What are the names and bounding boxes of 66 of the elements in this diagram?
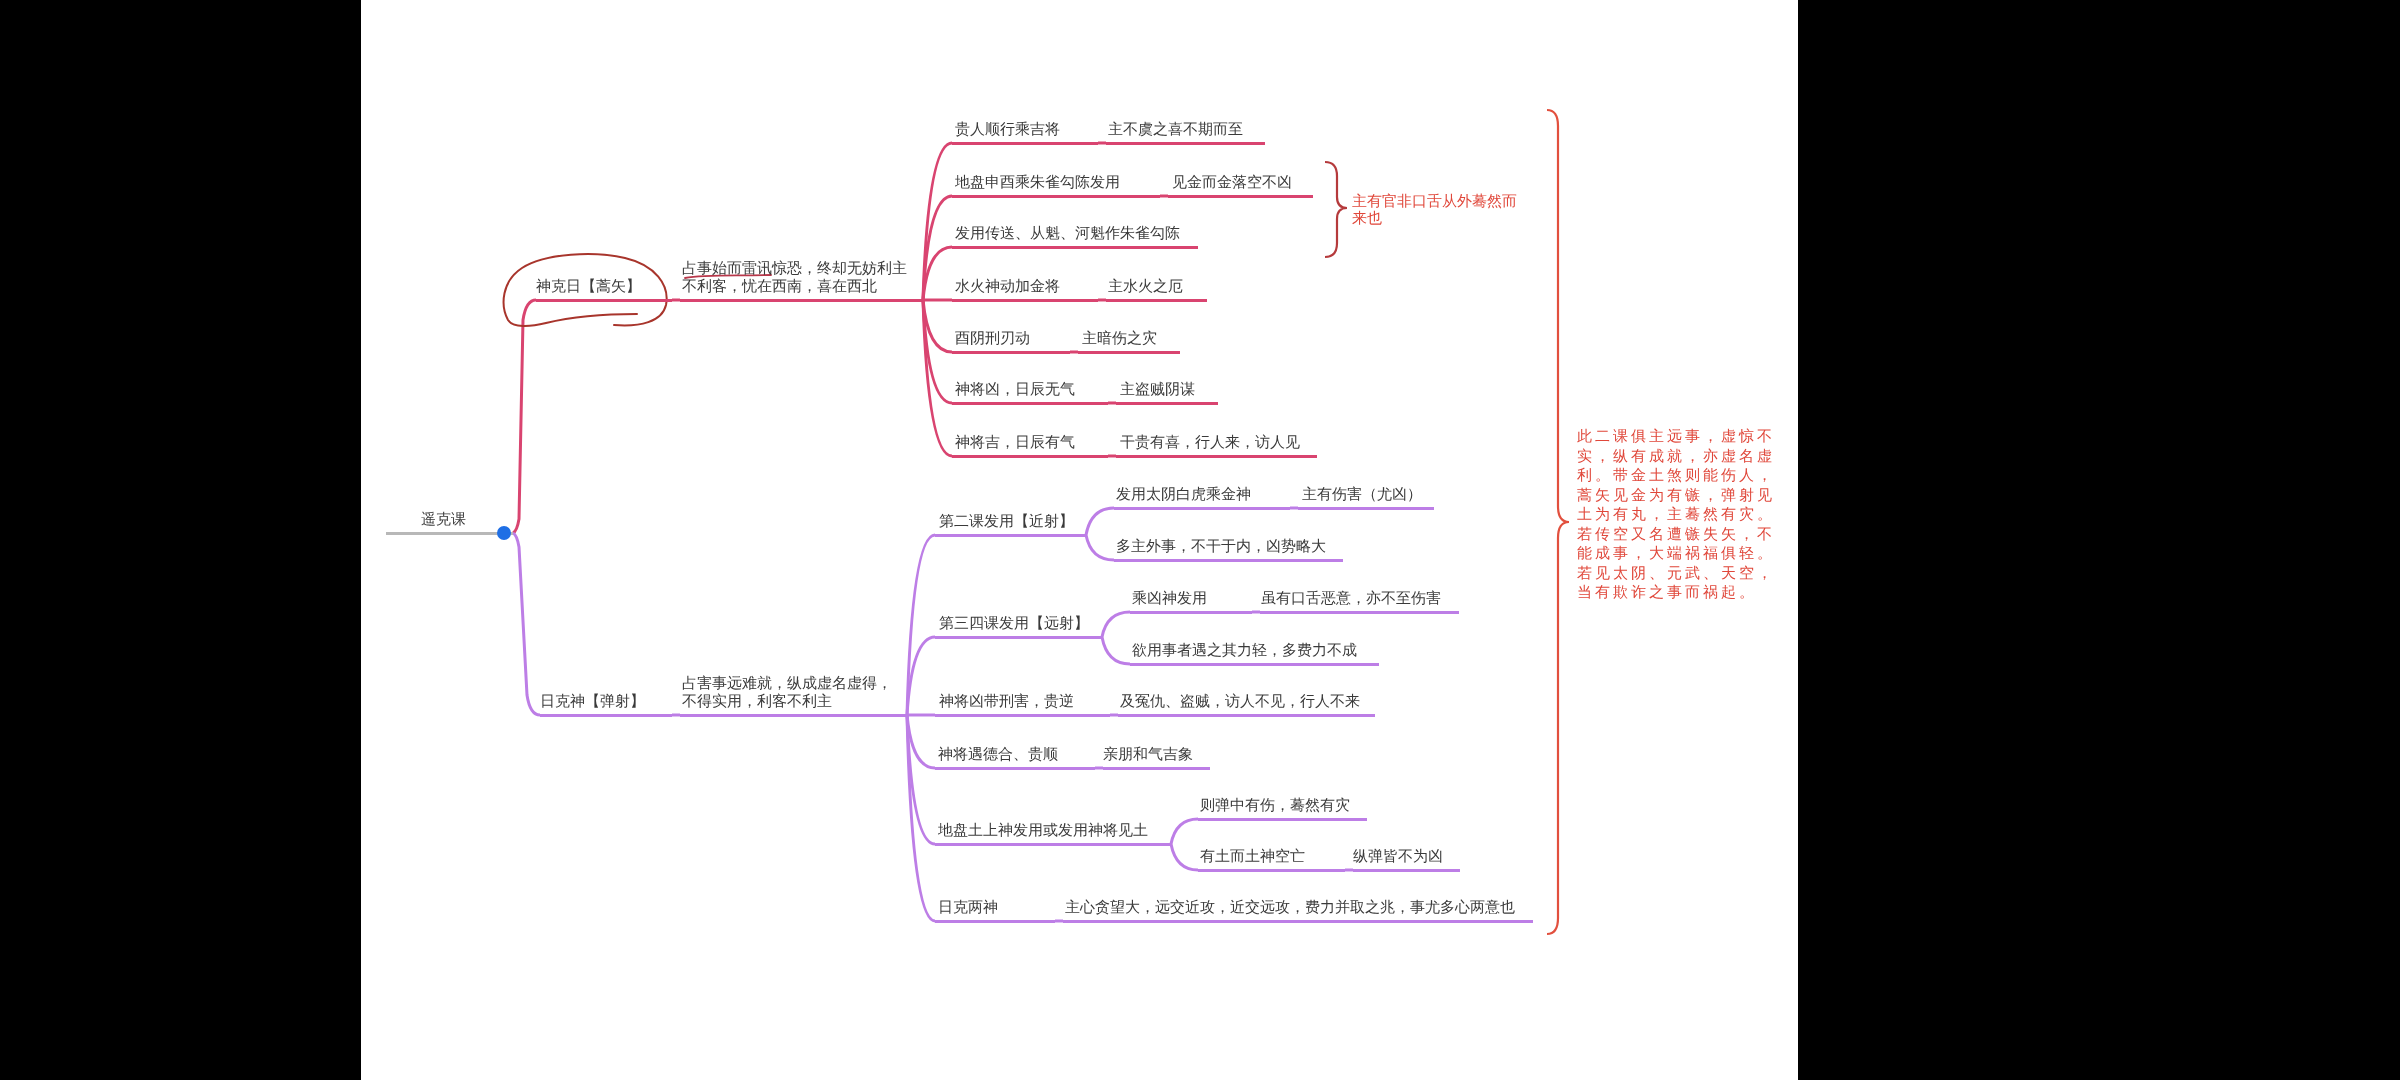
- branch-topic: 神将凶，日辰无气: [952, 379, 1108, 405]
- branch-topic: 有土而土神空亡: [1198, 846, 1345, 872]
- branch-topic: 日克神【弹射】: [540, 691, 672, 717]
- branch-topic: 第二课发用【近射】: [935, 511, 1086, 537]
- branch-topic: 神克日【蒿矢】: [536, 276, 672, 302]
- branch-line: [1108, 401, 1116, 405]
- branch-line: [1084, 506, 1115, 536]
- branch-topic: 水火神动加金将: [952, 276, 1098, 302]
- branch-line: [1098, 298, 1106, 302]
- branch-line: [1084, 534, 1115, 562]
- branch-topic: 占害事远难就，纵成虚名虚得，不得实用，利客不利主: [680, 673, 907, 717]
- branch-line: [907, 713, 935, 717]
- branch-topic: 酉阴刑刃动: [952, 328, 1070, 354]
- branch-line: [921, 245, 953, 301]
- branch-topic: 亲朋和气吉象: [1103, 744, 1210, 770]
- branch-topic: 见金而金落空不凶: [1168, 172, 1313, 198]
- branch-line: [1345, 868, 1353, 872]
- branch-topic: 多主外事，不干于内，凶势略大: [1114, 536, 1343, 562]
- branch-line: [511, 298, 537, 535]
- branch-line: [1070, 350, 1078, 354]
- branch-topic: 地盘申酉乘朱雀勾陈发用: [952, 172, 1160, 198]
- branch-topic: 第三四课发用【远射】: [935, 613, 1102, 639]
- branch-line: [1108, 454, 1116, 458]
- branch-line: [1169, 843, 1199, 872]
- branch-topic: 主不虞之喜不期而至: [1106, 119, 1265, 145]
- branch-line: [511, 531, 541, 717]
- branch-topic: 发用太阴白虎乘金神: [1114, 484, 1290, 510]
- branch-topic: 主有伤害（尤凶）: [1298, 484, 1434, 510]
- branch-line: [1160, 194, 1168, 198]
- branch-line: [1095, 766, 1103, 770]
- branch-line: [1169, 817, 1199, 845]
- branch-topic: 神将遇德合、贵顺: [935, 744, 1095, 770]
- branch-topic: 神将凶带刑害，贵逆: [935, 691, 1110, 717]
- branch-topic: 主盗贼阴谋: [1116, 379, 1218, 405]
- branch-line: [1100, 636, 1131, 666]
- branch-line: [1252, 610, 1260, 614]
- branch-line: [923, 298, 952, 302]
- branch-line: [921, 299, 953, 458]
- note-text: 主有官非口舌从外蓦然而来也: [1352, 193, 1518, 227]
- branch-line: [1055, 919, 1063, 923]
- branch-line: [905, 635, 936, 716]
- branch-line: [1098, 141, 1106, 145]
- branch-topic: 主水火之厄: [1106, 276, 1207, 302]
- branch-line: [905, 714, 936, 846]
- branch-topic: 占事始而雷讯惊恐，终却无妨利主不利客，忧在西南，喜在西北: [680, 258, 923, 302]
- branch-line: [905, 714, 936, 923]
- branch-topic: 干贵有喜，行人来，访人见: [1116, 432, 1317, 458]
- branch-topic: 贵人顺行乘吉将: [952, 119, 1098, 145]
- branch-topic: 神将吉，日辰有气: [952, 432, 1108, 458]
- branch-topic: 欲用事者遇之其力轻，多费力不成: [1130, 640, 1379, 666]
- branch-topic: 主心贪望大，远交近攻，近交远攻，费力并取之兆，事尤多心两意也: [1063, 897, 1533, 923]
- branch-topic: 日克两神: [935, 897, 1055, 923]
- branch-topic: 则弹中有伤，蓦然有灾: [1198, 795, 1367, 821]
- branch-line: [672, 713, 680, 717]
- branch-topic: 乘凶神发用: [1130, 588, 1252, 614]
- branch-line: [1100, 610, 1131, 638]
- branch-line: [1290, 506, 1298, 510]
- branch-topic: 纵弹皆不为凶: [1353, 846, 1460, 872]
- branch-topic: 及冤仇、盗贼，访人不见，行人不来: [1118, 691, 1375, 717]
- branch-topic: 发用传送、从魁、河魁作朱雀勾陈: [952, 223, 1198, 249]
- note-text: 此二课俱主远事，虚惊不实，纵有成就，亦虚名虚利。带金土煞则能伤人，蒿矢见金为有镞，弹射见土为有丸，主蓦然有灾。若传空又名遭镞失矢，不能成事，大端祸福俱轻。若见太阴、元武、天空，当有欺诈之事而祸起。: [1577, 427, 1776, 603]
- branch-line: [672, 298, 680, 302]
- branch-topic: 虽有口舌恶意，亦不至伤害: [1260, 588, 1459, 614]
- branch-topic: 地盘土上神发用或发用神将见土: [935, 820, 1171, 846]
- branch-topic: 主暗伤之灾: [1078, 328, 1180, 354]
- branch-line: [1110, 713, 1118, 717]
